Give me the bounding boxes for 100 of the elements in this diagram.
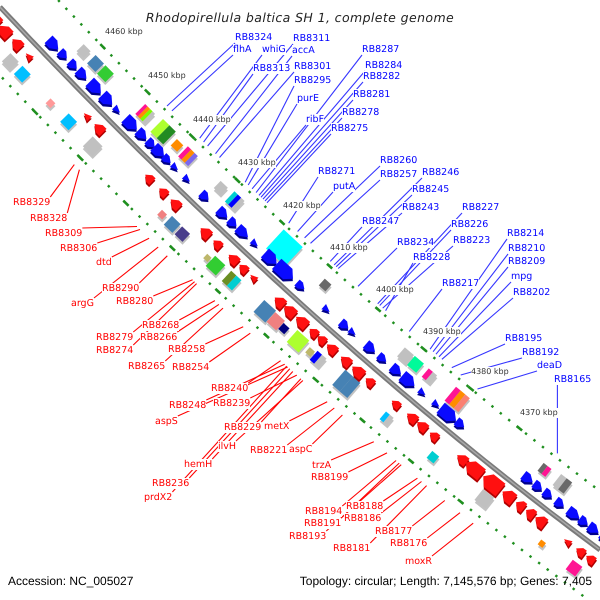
gene-label: RB8295: [294, 75, 332, 86]
gene-label: RB8278: [342, 107, 380, 118]
leader-line: [66, 170, 80, 214]
gene-label: RB8284: [365, 60, 402, 71]
leader-line: [342, 460, 396, 506]
leader-line: [408, 288, 442, 332]
leader-line: [438, 282, 512, 358]
gene-label: RB8248: [169, 400, 206, 411]
scale-label: 4440 kbp: [193, 115, 231, 125]
leader-line: [380, 481, 422, 514]
leader-line: [112, 238, 150, 258]
leader-line: [348, 452, 388, 472]
gene-label: RB8177: [375, 526, 412, 537]
gene-label: RB8195: [505, 333, 542, 344]
leader-line: [330, 441, 374, 460]
leader-line: [248, 104, 298, 186]
leader-line: [203, 74, 254, 142]
gene-label: RB8247: [362, 216, 400, 227]
leader-line: [244, 86, 294, 182]
gene-label: trzA: [312, 460, 332, 471]
leader-line: [289, 401, 328, 422]
gene-label: RB8191: [304, 518, 342, 529]
gene-label: RB8226: [451, 219, 488, 230]
gene-label: RB8301: [294, 61, 332, 72]
leader-line: [436, 266, 508, 355]
leader-line: [252, 124, 306, 190]
gene-label: RB8199: [311, 472, 348, 483]
leader-line: [153, 279, 193, 296]
gene-label: RB8229: [224, 422, 262, 433]
gene-label: RB8313: [253, 63, 290, 74]
gene-label: hemH: [184, 459, 212, 470]
gene-label: RB8274: [96, 345, 134, 356]
gene-label: RB8246: [422, 167, 460, 178]
leader-line: [426, 512, 460, 538]
gene-label: accA: [292, 45, 315, 56]
scale-label: 4430 kbp: [238, 158, 276, 168]
leader-line: [412, 500, 446, 526]
leader-line: [262, 100, 354, 200]
leader-line: [260, 378, 302, 422]
accession-note: Accession: NC_005027: [8, 574, 134, 588]
gene-label: putA: [333, 181, 356, 192]
scale-label: 4460 kbp: [105, 27, 143, 37]
leader-line: [297, 192, 334, 232]
scale-label: 4390 kbp: [423, 327, 461, 337]
gene-label: RB8309: [45, 228, 82, 239]
gene-label: RB8194: [305, 506, 342, 517]
leader-line: [219, 72, 294, 158]
leader-line: [199, 54, 262, 139]
gene-label: moxR: [405, 556, 432, 567]
leader-line: [132, 281, 195, 332]
leader-line: [264, 118, 342, 202]
leader-line: [248, 360, 281, 384]
leader-line: [250, 374, 298, 398]
gene-label: RB8186: [344, 513, 382, 524]
gene-label: dtd: [96, 257, 112, 268]
gene-label: RB8275: [331, 123, 368, 134]
scale-label: 4400 kbp: [376, 285, 414, 295]
gene-label: RB8329: [13, 197, 50, 208]
scale-label: 4380 kbp: [471, 367, 509, 377]
gene-label: RB8258: [168, 344, 206, 355]
gene-label: RB8217: [442, 278, 480, 289]
scale-label: 4420 kbp: [283, 201, 321, 211]
gene-label: RB8266: [140, 332, 178, 343]
leader-line: [432, 254, 508, 352]
leader-line: [256, 54, 362, 193]
gene-label: aspS: [155, 416, 178, 427]
leader-line: [215, 56, 292, 154]
leader-line: [442, 298, 514, 360]
gene-label: RB8328: [30, 213, 68, 224]
leader-line: [179, 300, 216, 320]
map-title: Rhodopirellula baltica SH 1, complete genome: [146, 10, 454, 25]
gene-label: mpg: [511, 271, 532, 282]
genome-summary-note: Topology: circular; Length: 7,145,576 bp; Genes: 7,405: [300, 574, 592, 588]
gene-label: deaD: [537, 360, 562, 371]
gene-label: RB8254: [172, 362, 210, 373]
leader-line: [477, 370, 538, 390]
gene-label: RB8306: [60, 243, 98, 254]
gene-label: ribF: [306, 114, 324, 125]
gene-label: argG: [71, 298, 94, 309]
gene-label: RB8202: [513, 287, 550, 298]
gene-label: RB8240: [211, 383, 248, 394]
gene-label: RB8260: [380, 155, 418, 166]
gene-label: RB8243: [402, 202, 440, 213]
leader-line: [266, 134, 332, 204]
gene-label: RB8279: [96, 332, 134, 343]
leader-line: [452, 344, 506, 368]
gene-label: RB8210: [508, 243, 546, 254]
scale-label: 4410 kbp: [330, 243, 368, 253]
gene-label: RB8234: [397, 237, 434, 248]
gene-label: RB8280: [116, 296, 154, 307]
leader-line: [310, 180, 380, 244]
scale-label: 4370 kbp: [520, 408, 558, 418]
leader-line: [358, 248, 398, 287]
gene-label: purE: [297, 93, 319, 104]
gene-label: RB8214: [507, 228, 544, 239]
gene-label: RB8176: [390, 538, 428, 549]
gene-label: RB8239: [213, 398, 250, 409]
gene-label: RB8265: [128, 361, 166, 372]
gene-label: RB8165: [554, 374, 592, 385]
gene-label: RB8223: [453, 235, 490, 246]
